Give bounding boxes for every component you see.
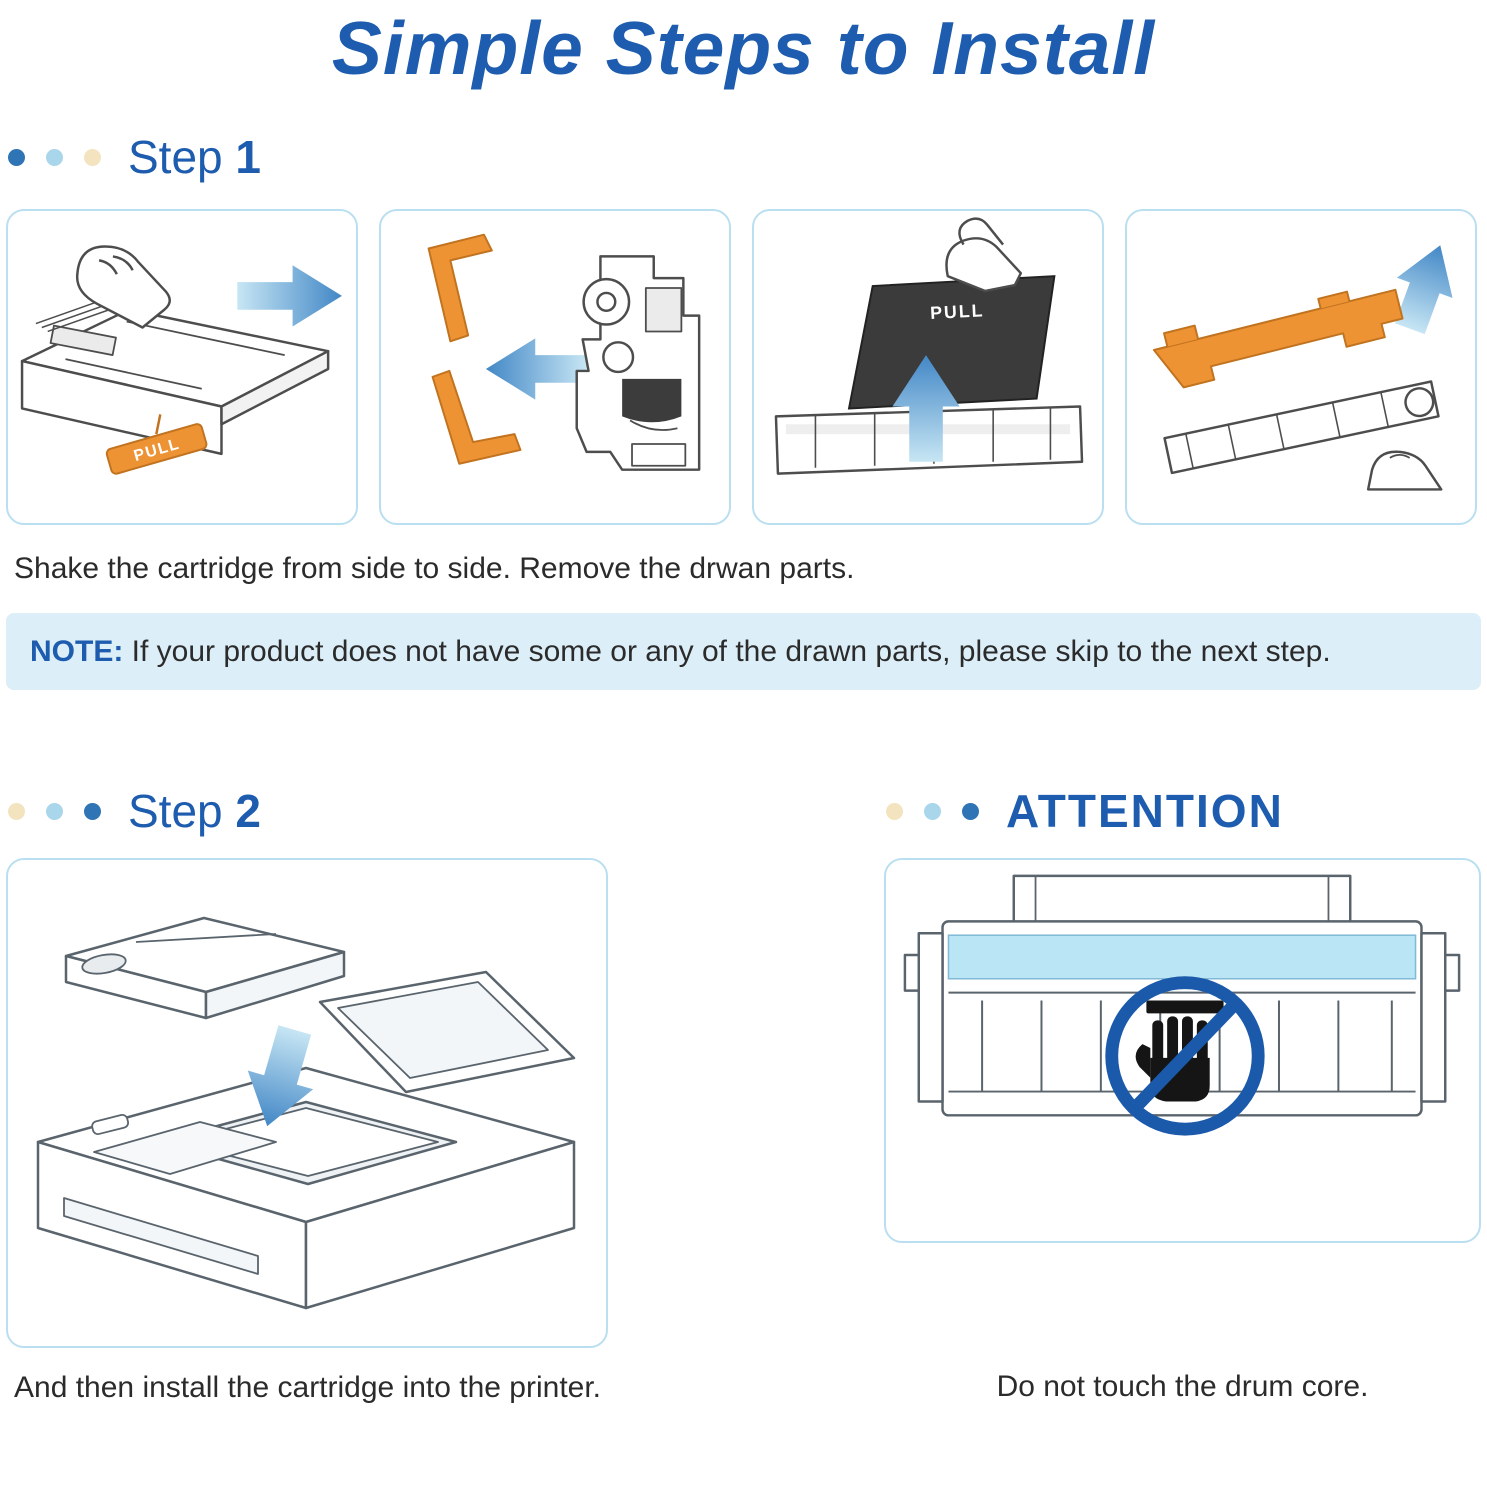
step1-panels: PULL [0,208,1487,525]
bullet-dot-lightblue-icon [46,148,63,166]
step1-panel-seal: PULL [752,208,1104,525]
step1-panel-shake: PULL [6,208,358,525]
illustration-shake-cartridge: PULL [20,244,342,475]
cartridge-illustration [64,917,346,1020]
illustration-install-cartridge [36,917,576,1310]
arrow-up-icon [1395,244,1453,334]
no-touch-icon [1105,976,1265,1136]
illustration-remove-clips [427,233,701,471]
note-label: NOTE: [30,634,124,668]
step1-title: Step 1 [128,132,261,183]
bottom-sections: Step 2 [0,784,1487,1410]
sealing-sheet: PULL [847,274,1056,410]
step1-panel-cover [1125,208,1477,525]
step2-title: Step 2 [128,784,262,837]
bullet-dot-blue-icon [962,802,979,820]
dark-hopper [622,378,682,422]
illustration-pull-seal: PULL [774,217,1084,475]
step1-number: 1 [235,131,262,183]
step2-panel [6,858,608,1349]
attention-caption: Do not touch the drum core. [996,1370,1369,1404]
note-text: If your product does not have some or an… [131,634,1331,668]
note-box: NOTE: If your product does not have some… [6,612,1481,690]
pull-sheet-label: PULL [930,300,985,323]
drum-cover [1152,288,1404,388]
step1-caption: Shake the cartridge from side to side. R… [14,551,855,585]
bullet-dot-cream-icon [886,802,903,820]
attention-title: ATTENTION [1006,784,1284,837]
attention-section: ATTENTION [884,786,1481,1410]
drum-unit [1163,379,1440,474]
step2-number: 2 [235,784,262,837]
attention-bullets [886,802,979,820]
cartridge-illustration [575,254,701,471]
bullet-dot-cream-icon [84,148,101,166]
pull-tab-strap [155,413,162,434]
arrow-right-icon [237,264,342,327]
step1-panel-clips [379,208,731,525]
arrow-down-icon [247,1025,314,1127]
bullet-dot-lightblue-icon [46,802,63,820]
illustration-do-not-touch-drum [903,874,1461,1136]
bullet-dot-lightblue-icon [924,802,941,820]
step2-label: Step [128,784,223,837]
step1-section: Step 1 [0,132,1487,690]
step2-section: Step 2 [6,784,608,1410]
step2-caption: And then install the cartridge into the … [14,1371,602,1405]
page-title: Simple Steps to Install [331,6,1156,90]
step1-label: Step [128,131,223,183]
cartridge-illustration [20,308,330,455]
attention-panel [884,858,1481,1244]
attention-heading: ATTENTION [886,786,1481,837]
bullet-dot-blue-icon [84,802,101,820]
bullet-dot-blue-icon [8,148,25,166]
drum-strip [947,934,1417,980]
step1-bullets [8,148,101,166]
step2-heading: Step 2 [8,784,608,837]
bullet-dot-cream-icon [8,802,25,820]
hand-icon [1366,450,1443,491]
arrow-left-icon [485,337,587,400]
hand-icon [945,217,1023,292]
step2-bullets [8,802,101,820]
step1-heading: Step 1 [8,132,1487,183]
orange-clips [427,233,522,465]
illustration-remove-cover [1152,244,1453,491]
printer-illustration [36,971,576,1310]
hand-icon [75,244,171,329]
